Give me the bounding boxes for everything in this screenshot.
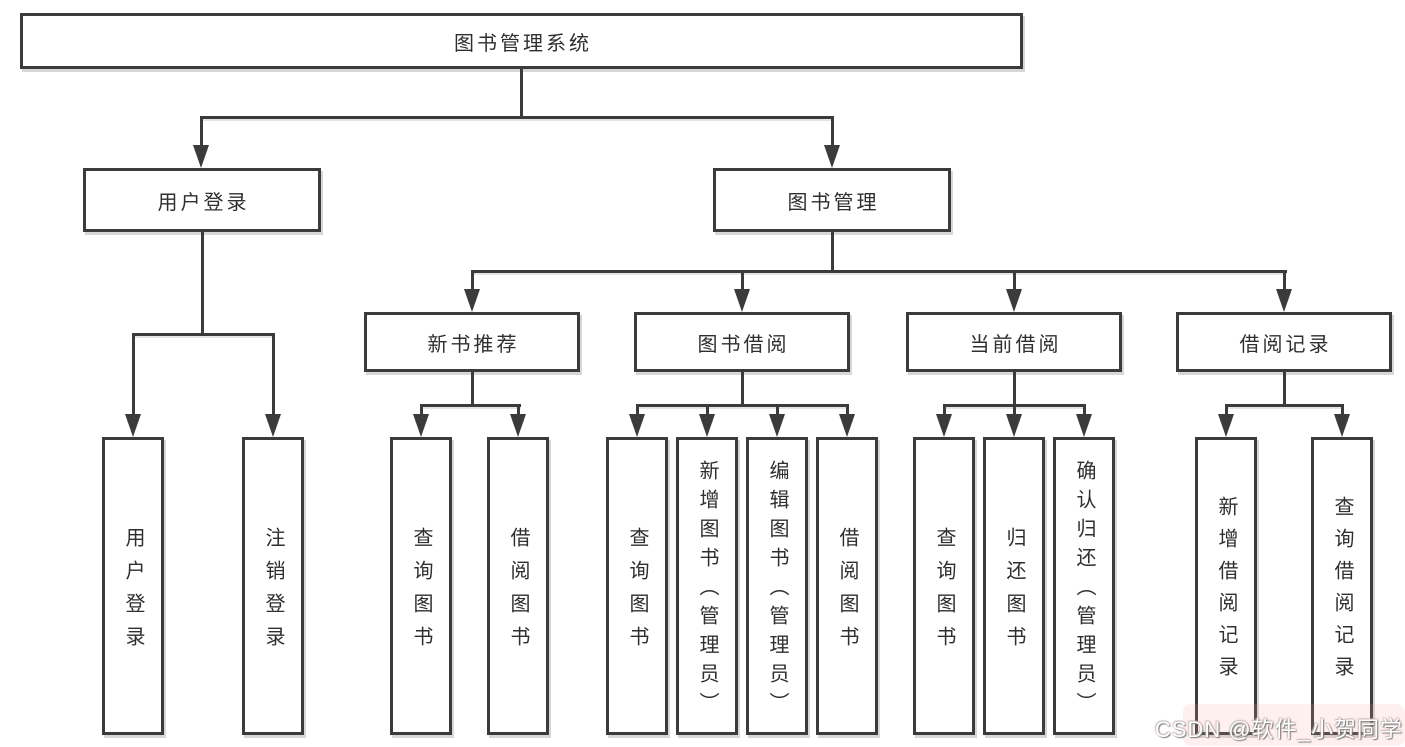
arrowhead-down-icon (734, 289, 750, 312)
connector-borrowing-hbar (635, 403, 849, 407)
node-new-book-recommend: 新书推荐 (364, 312, 580, 372)
connector-line (740, 269, 744, 292)
arrowhead-down-icon (265, 414, 281, 437)
node-leaf-confirm-return-admin: 确认归还（管理员） (1053, 437, 1115, 735)
node-leaf-query-books-recommend-label: 查询图书 (410, 526, 432, 659)
connector-line (1012, 269, 1016, 292)
connector-line (1012, 372, 1016, 406)
arrowhead-down-icon (769, 414, 785, 437)
node-leaf-borrow-books-recommend-label: 借阅图书 (507, 526, 529, 659)
arrowhead-down-icon (1334, 414, 1350, 437)
node-leaf-query-borrow-record-label: 查询借阅记录 (1331, 496, 1353, 688)
arrowhead-down-icon (1006, 289, 1022, 312)
node-book-borrowing: 图书借阅 (634, 312, 850, 372)
connector-line (635, 403, 639, 417)
node-leaf-add-books-admin-label: 新增图书（管理员） (696, 460, 718, 721)
arrowhead-down-icon (125, 414, 141, 437)
connector-line (1282, 269, 1286, 292)
arrowhead-down-icon (839, 414, 855, 437)
connector-root-drop (519, 69, 523, 117)
node-leaf-logout: 注销登录 (242, 437, 304, 735)
arrowhead-down-icon (629, 414, 645, 437)
node-leaf-query-books-recommend: 查询图书 (390, 437, 452, 735)
node-leaf-query-books-borrowing: 查询图书 (606, 437, 668, 735)
connector-line (942, 403, 946, 417)
connector-line (131, 333, 135, 416)
arrowhead-down-icon (936, 414, 952, 437)
node-leaf-add-borrow-record-label: 新增借阅记录 (1215, 496, 1237, 688)
connector-recommend-hbar (419, 403, 521, 407)
node-leaf-borrow-books-borrowing-label: 借阅图书 (836, 526, 858, 659)
arrowhead-down-icon (1218, 414, 1234, 437)
node-leaf-confirm-return-admin-label: 确认归还（管理员） (1073, 460, 1095, 721)
connector-line (199, 115, 203, 147)
node-leaf-edit-books-admin-label: 编辑图书（管理员） (766, 460, 788, 721)
arrowhead-down-icon (510, 414, 526, 437)
node-leaf-user-login: 用户登录 (102, 437, 164, 735)
node-borrow-records: 借阅记录 (1176, 312, 1392, 372)
node-current-borrowing-label: 当前借阅 (969, 333, 1062, 356)
connector-line (1082, 403, 1086, 417)
arrowhead-down-icon (1276, 289, 1292, 312)
node-leaf-user-login-label: 用户登录 (122, 526, 144, 659)
node-leaf-edit-books-admin: 编辑图书（管理员） (746, 437, 808, 735)
node-leaf-query-books-current: 查询图书 (913, 437, 975, 735)
connector-line (1012, 403, 1016, 417)
connector-line (200, 232, 204, 335)
node-user-login-branch: 用户登录 (83, 168, 321, 232)
node-new-book-recommend-label: 新书推荐 (427, 333, 520, 356)
connector-level1-hbar (199, 115, 834, 119)
connector-line (419, 403, 423, 417)
arrowhead-down-icon (193, 145, 209, 168)
node-book-management-branch-label: 图书管理 (787, 191, 880, 214)
connector-records-hbar (1224, 403, 1344, 407)
arrowhead-down-icon (824, 145, 840, 168)
connector-level3-hbar (470, 269, 1287, 273)
arrowhead-down-icon (1006, 414, 1022, 437)
connector-line (775, 403, 779, 417)
connector-user-login-hbar (131, 333, 275, 336)
node-leaf-return-books: 归还图书 (983, 437, 1045, 735)
arrowhead-down-icon (413, 414, 429, 437)
connector-line (1340, 403, 1344, 417)
node-leaf-borrow-books-borrowing: 借阅图书 (816, 437, 878, 735)
watermark-halo (1183, 704, 1405, 746)
node-leaf-query-books-borrowing-label: 查询图书 (626, 526, 648, 659)
arrowhead-down-icon (464, 289, 480, 312)
node-leaf-logout-label: 注销登录 (262, 526, 284, 659)
connector-line (1224, 403, 1228, 417)
node-leaf-add-books-admin: 新增图书（管理员） (676, 437, 738, 735)
node-user-login-branch-label: 用户登录 (157, 191, 250, 214)
connector-line (705, 403, 709, 417)
connector-line (516, 403, 520, 417)
node-leaf-borrow-books-recommend: 借阅图书 (487, 437, 549, 735)
connector-line (1282, 372, 1286, 406)
connector-line (470, 269, 474, 292)
node-current-borrowing: 当前借阅 (906, 312, 1122, 372)
node-root: 图书管理系统 (20, 13, 1023, 69)
node-leaf-query-borrow-record: 查询借阅记录 (1311, 437, 1373, 735)
node-book-borrowing-label: 图书借阅 (697, 333, 790, 356)
node-root-label: 图书管理系统 (454, 32, 592, 55)
node-book-management-branch: 图书管理 (713, 168, 951, 232)
arrowhead-down-icon (699, 414, 715, 437)
connector-line (830, 115, 834, 147)
connector-line (740, 372, 744, 406)
watermark: CSDN @软件_小贺同学 (1154, 717, 1403, 742)
node-leaf-query-books-current-label: 查询图书 (933, 526, 955, 659)
node-leaf-add-borrow-record: 新增借阅记录 (1195, 437, 1257, 735)
connector-line (830, 232, 834, 272)
node-borrow-records-label: 借阅记录 (1239, 333, 1332, 356)
connector-line (470, 372, 474, 406)
connector-line (845, 403, 849, 417)
arrowhead-down-icon (1076, 414, 1092, 437)
connector-line (271, 333, 275, 416)
node-leaf-return-books-label: 归还图书 (1003, 526, 1025, 659)
